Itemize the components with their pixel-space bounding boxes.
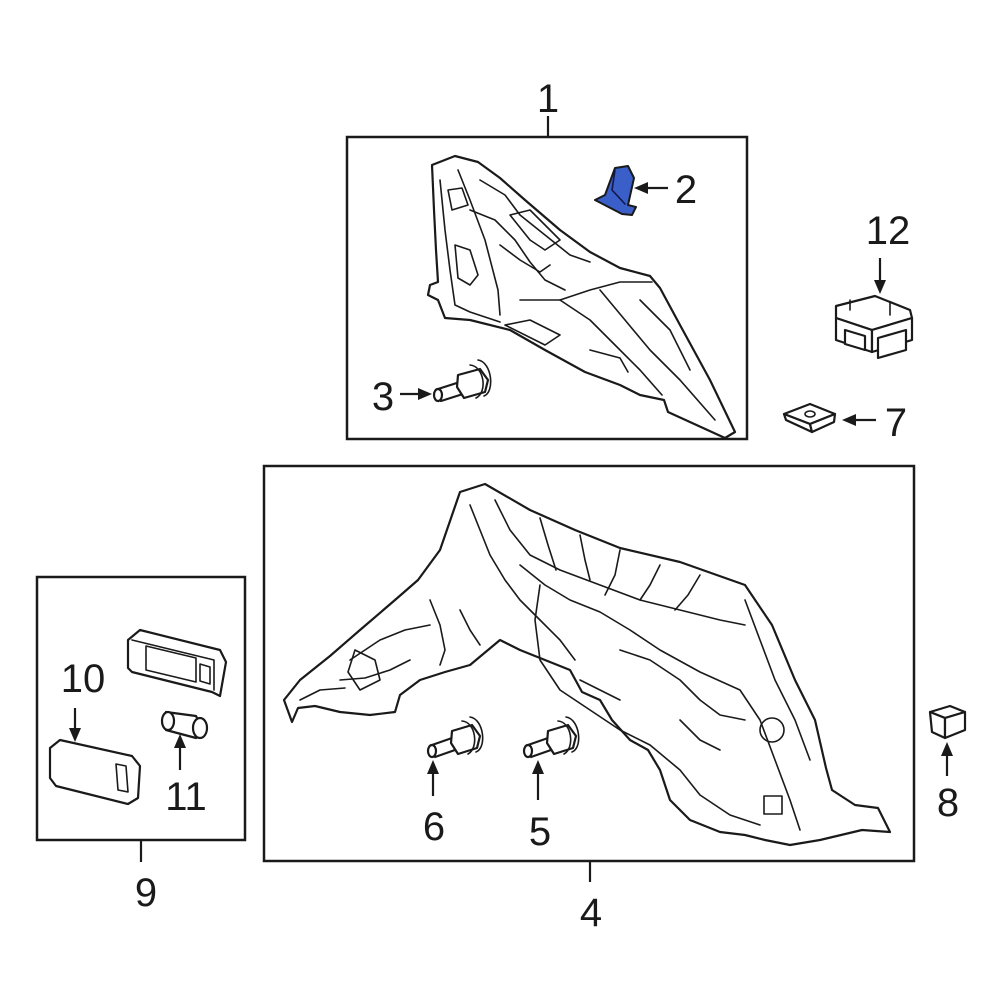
- callout-11: 11: [165, 775, 207, 819]
- callout-12: 12: [866, 209, 911, 253]
- group-box-9: [35, 575, 247, 842]
- lamp-housing: [126, 628, 228, 698]
- callout-6: 6: [423, 805, 445, 849]
- screw-part-3: [432, 359, 492, 403]
- screw-part-6: [426, 716, 484, 759]
- arrow-11: [174, 734, 186, 770]
- callout-5: 5: [529, 810, 551, 854]
- callout-7: 7: [885, 401, 907, 445]
- connector-part-12: [834, 294, 914, 360]
- arrow-12: [874, 258, 886, 294]
- screw-part-5: [522, 716, 580, 759]
- arrow-5: [532, 760, 544, 800]
- callout-4: 4: [580, 891, 602, 935]
- upper-trim-panel: [426, 154, 737, 440]
- arrow-7: [842, 414, 876, 426]
- callout-2: 2: [675, 168, 697, 212]
- lens-part-10: [48, 738, 142, 806]
- callout-1: 1: [537, 77, 559, 121]
- clip-part-2: [594, 165, 637, 216]
- cap-part-8: [928, 704, 967, 740]
- callout-8: 8: [937, 781, 959, 825]
- arrow-10: [69, 708, 81, 742]
- arrow-2: [634, 182, 668, 194]
- arrow-8: [941, 742, 953, 776]
- bulb-part-11: [160, 710, 209, 740]
- nut-plate-part-7: [782, 402, 837, 434]
- callout-10: 10: [61, 657, 106, 701]
- arrow-3: [400, 388, 432, 400]
- callout-9: 9: [135, 871, 157, 915]
- callout-3: 3: [372, 375, 394, 419]
- lower-trim-panel: [282, 482, 892, 847]
- arrow-6: [427, 760, 439, 796]
